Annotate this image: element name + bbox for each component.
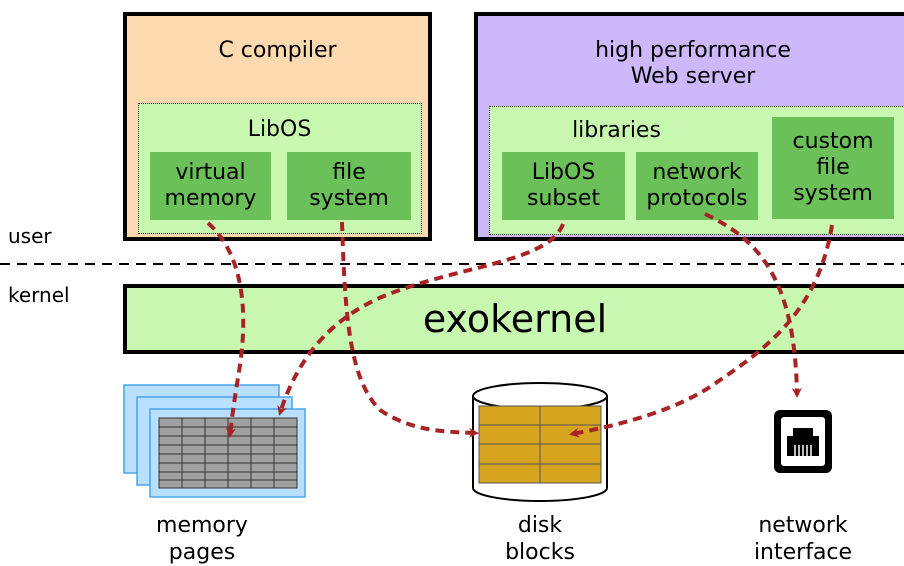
memory-pages-label: memory pages: [156, 513, 248, 565]
arrow-libos-subset-to-memory-pages: [277, 223, 565, 416]
network-interface-label: network interface: [753, 513, 853, 565]
c-compiler-box: C compiler LibOS virtual memory file sys…: [123, 12, 432, 241]
libos-label: LibOS: [247, 117, 312, 142]
libos-subset-module: LibOS subset: [502, 152, 625, 220]
arrow-custom-file-system-to-disk-blocks: [569, 224, 834, 438]
arrow-network-protocols-to-network-interface: [704, 212, 802, 398]
web-server-title: high performance Web server: [595, 38, 791, 89]
virtual-memory-module: virtual memory: [150, 152, 271, 220]
arrow-file-system-to-disk-blocks: [340, 221, 479, 438]
user-label: user: [8, 224, 52, 248]
network-protocols-module: network protocols: [636, 152, 758, 220]
exokernel-label: exokernel: [422, 297, 608, 341]
kernel-label: kernel: [8, 283, 70, 307]
disk-blocks-icon: [472, 382, 608, 502]
network-interface-icon: [774, 410, 832, 473]
c-compiler-title: C compiler: [218, 38, 337, 63]
libraries-label: libraries: [572, 118, 661, 143]
memory-pages-icon: [123, 384, 306, 498]
custom-file-system-module: custom file system: [772, 117, 894, 219]
disk-blocks-label: disk blocks: [505, 513, 575, 565]
arrow-virtual-memory-to-memory-pages: [206, 221, 246, 438]
libraries-region: libraries LibOS subset network protocols…: [489, 106, 904, 235]
exokernel-bar: exokernel: [123, 284, 904, 354]
web-server-box: high performance Web server libraries Li…: [474, 12, 904, 241]
file-system-module: file system: [287, 152, 411, 220]
libos-region: LibOS virtual memory file system: [138, 103, 422, 234]
